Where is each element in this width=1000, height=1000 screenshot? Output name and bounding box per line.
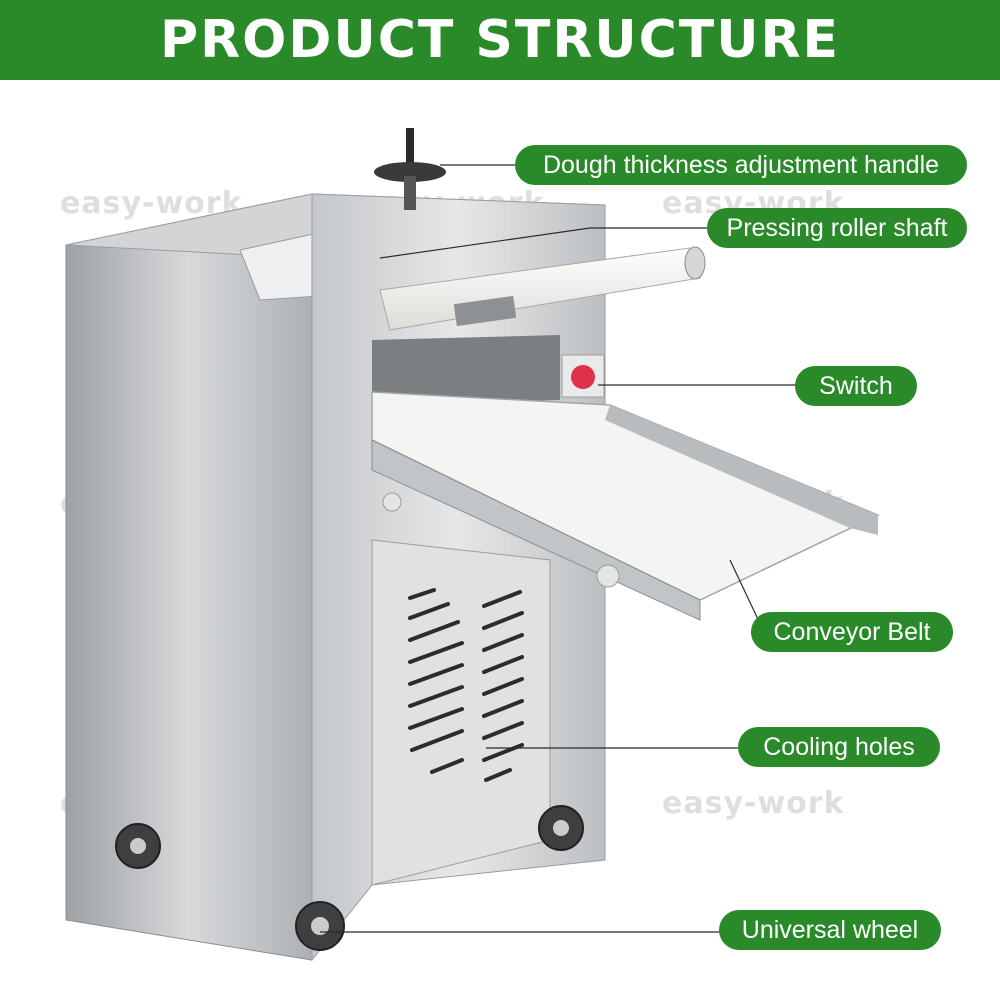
side-panel <box>65 193 313 961</box>
label-switch: Switch <box>795 366 917 406</box>
page-title: PRODUCT STRUCTURE <box>159 10 841 70</box>
switch-knob <box>571 365 595 389</box>
leader-lines <box>320 164 800 933</box>
conveyor-belt <box>371 391 880 621</box>
pressing-roller <box>379 246 706 331</box>
label-dough-thickness-handle: Dough thickness adjustment handle <box>515 145 967 185</box>
label-cooling-holes: Cooling holes <box>738 727 940 767</box>
label-conveyor-belt: Conveyor Belt <box>751 612 953 652</box>
watermark: easy-work <box>662 786 845 821</box>
roller-gap <box>372 335 560 405</box>
label-universal-wheel: Universal wheel <box>719 910 941 950</box>
label-pressing-roller-shaft: Pressing roller shaft <box>707 208 967 248</box>
header-banner: PRODUCT STRUCTURE <box>0 0 1000 80</box>
adjustment-handle <box>374 128 446 210</box>
cabinet-door <box>371 539 551 886</box>
